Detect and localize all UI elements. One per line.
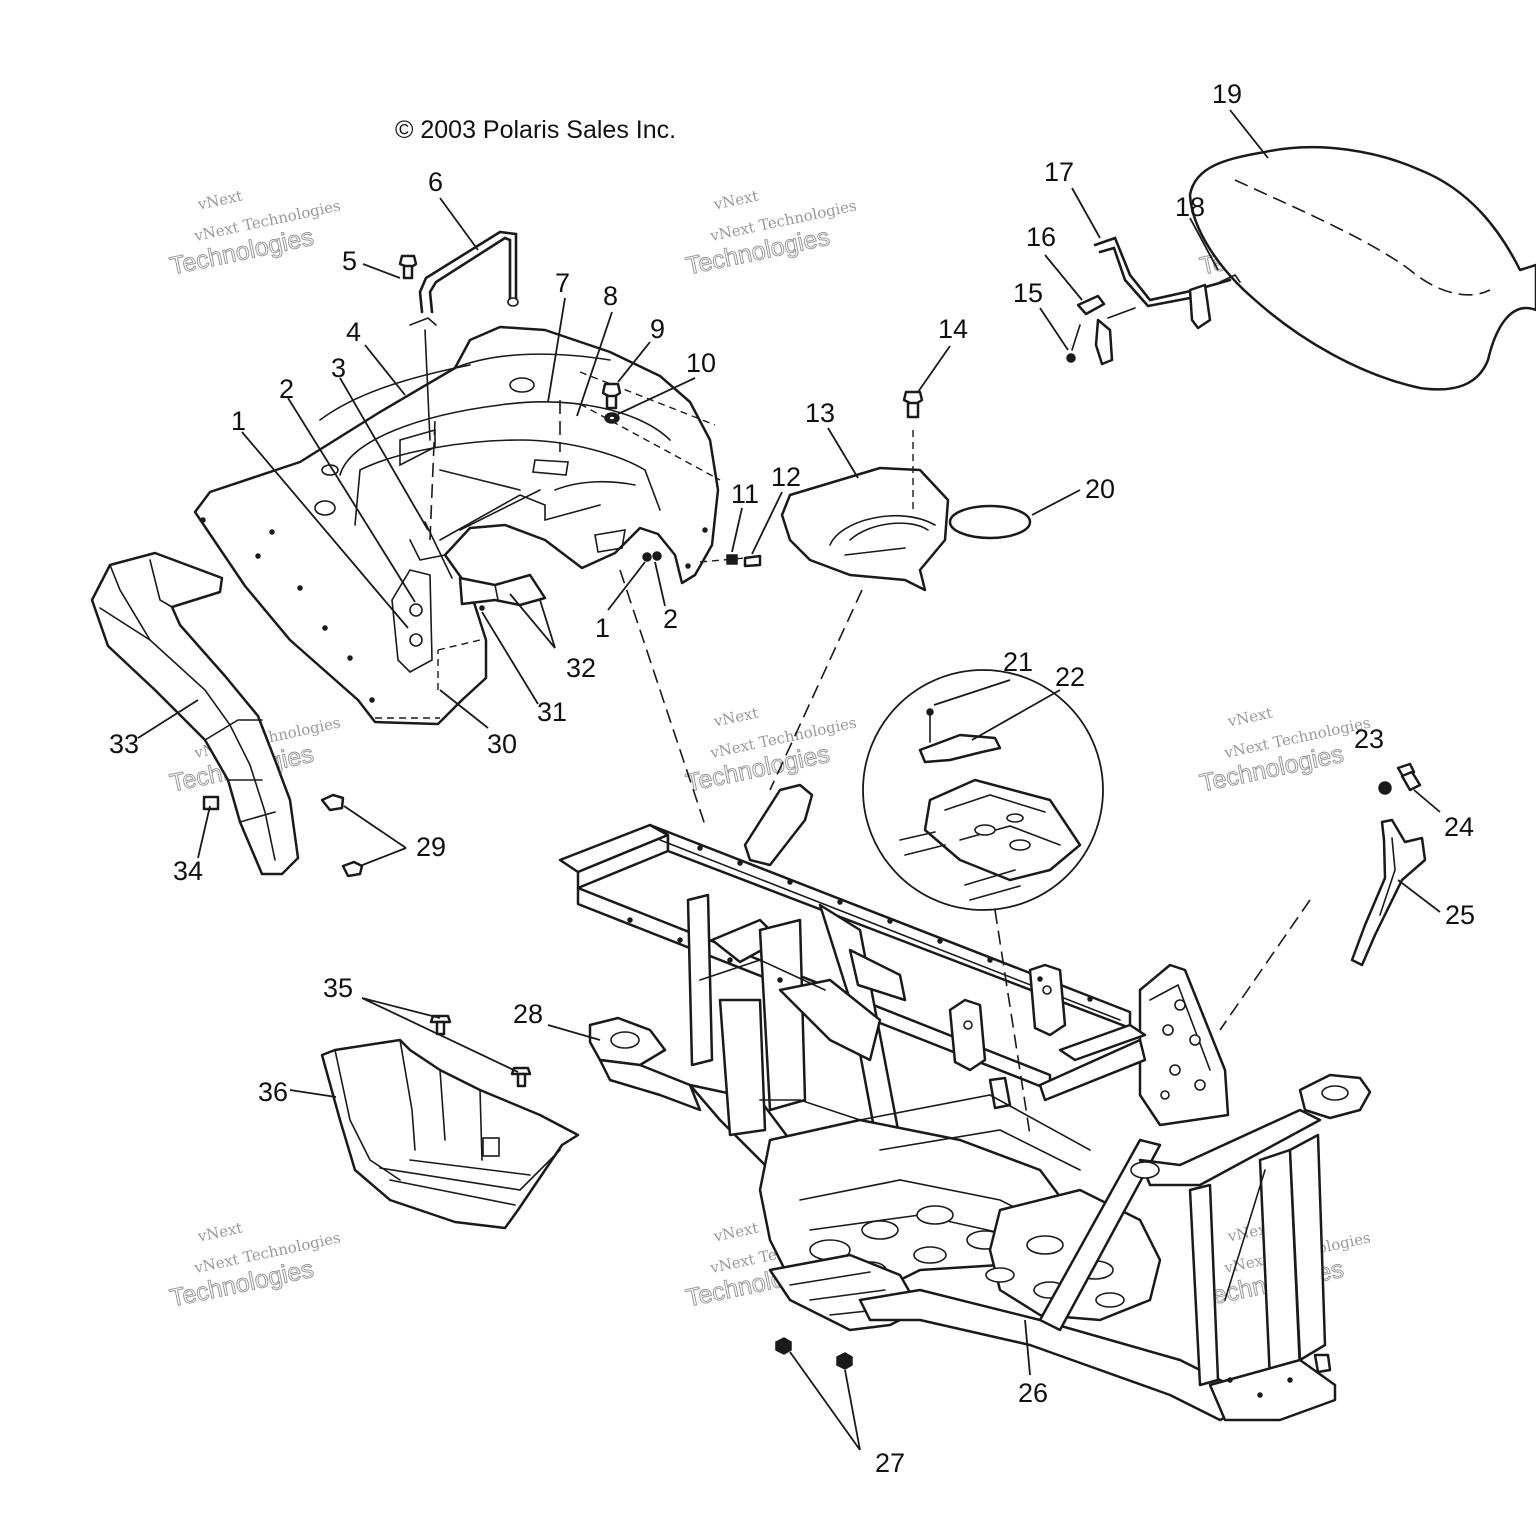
callout-36: 36 <box>258 1077 288 1107</box>
callout-18: 18 <box>1175 192 1205 222</box>
watermark-top: vNext <box>1225 704 1274 731</box>
watermark: vNext vNext Technologies Technologies <box>683 704 858 798</box>
seat <box>1188 145 1536 391</box>
callout-4: 4 <box>346 317 361 347</box>
callout-17: 17 <box>1044 157 1074 187</box>
fastener-34 <box>202 795 220 811</box>
copyright-notice: © 2003 Polaris Sales Inc. <box>395 116 676 144</box>
bolt-9 <box>601 382 622 410</box>
callout-1: 1 <box>231 406 246 436</box>
fender-flare <box>90 551 300 876</box>
nut-23 <box>1378 781 1392 795</box>
frame-brace <box>1350 818 1427 967</box>
callout-29: 29 <box>416 832 446 862</box>
fender-bracket <box>458 573 547 607</box>
push-rivet-35 <box>429 1014 532 1088</box>
grab-bar <box>409 230 519 441</box>
watermark: vNext vNext Technologies Technologies <box>167 187 342 281</box>
bolt-12 <box>743 554 762 568</box>
bolt-5 <box>398 254 418 280</box>
rear-fender-cab <box>193 325 721 726</box>
callout-31: 31 <box>537 697 567 727</box>
detail-view-circle <box>862 669 1104 911</box>
callout-24: 24 <box>1444 812 1474 842</box>
callout-21: 21 <box>1003 647 1033 677</box>
callout-22: 22 <box>1055 662 1085 692</box>
callout-16: 16 <box>1026 222 1056 252</box>
callout-9: 9 <box>650 314 665 344</box>
callout-35: 35 <box>323 973 353 1003</box>
leader-lines <box>137 109 1441 1451</box>
callout-2: 2 <box>663 604 678 634</box>
callout-labels: 1 1 2 2 3 4 5 6 7 8 9 10 11 12 13 14 15 … <box>109 79 1475 1478</box>
callout-15: 15 <box>1013 278 1043 308</box>
fastener-1 <box>642 552 652 562</box>
callout-10: 10 <box>686 348 716 378</box>
watermark-top: vNext <box>711 704 760 731</box>
callout-33: 33 <box>109 729 139 759</box>
callout-13: 13 <box>805 398 835 428</box>
watermark-top: vNext <box>195 1219 244 1246</box>
callout-3: 3 <box>331 353 346 383</box>
watermark: vNext vNext Technologies Technologies <box>167 1219 342 1313</box>
callout-23: 23 <box>1354 724 1384 754</box>
callout-6: 6 <box>428 167 443 197</box>
callout-11: 11 <box>731 479 759 509</box>
callout-34: 34 <box>173 856 203 886</box>
callout-1: 1 <box>595 613 610 643</box>
nut-27 <box>775 1337 792 1355</box>
fastener-2 <box>652 551 662 561</box>
callout-14: 14 <box>938 314 968 344</box>
callout-30: 30 <box>487 729 517 759</box>
callout-32: 32 <box>566 653 596 683</box>
seat-latch <box>1066 236 1241 366</box>
callout-20: 20 <box>1085 474 1115 504</box>
callout-26: 26 <box>1018 1378 1048 1408</box>
callout-7: 7 <box>555 268 570 298</box>
assembly-lines <box>619 569 1311 1136</box>
footwell <box>320 1038 580 1230</box>
callout-5: 5 <box>342 246 357 276</box>
watermark: vNext vNext Technologies Technologies <box>683 187 858 281</box>
screw-29 <box>320 793 364 878</box>
callout-8: 8 <box>603 281 618 311</box>
callout-25: 25 <box>1445 900 1475 930</box>
watermark-top: vNext <box>195 187 244 214</box>
seal-ring <box>948 504 1032 540</box>
watermark-top: vNext <box>711 1219 760 1246</box>
callout-28: 28 <box>513 999 543 1029</box>
bolt-14 <box>902 390 924 512</box>
main-frame <box>558 783 1372 1422</box>
callout-12: 12 <box>771 462 801 492</box>
storage-lid <box>780 466 950 592</box>
watermark: vNext vNext Technologies Technologies <box>1197 704 1372 798</box>
watermark-top: vNext <box>711 187 760 214</box>
callout-27: 27 <box>875 1448 905 1478</box>
bolt-24 <box>1396 762 1422 792</box>
callout-2: 2 <box>279 374 294 404</box>
nut-27 <box>836 1352 853 1370</box>
callout-19: 19 <box>1212 79 1242 109</box>
